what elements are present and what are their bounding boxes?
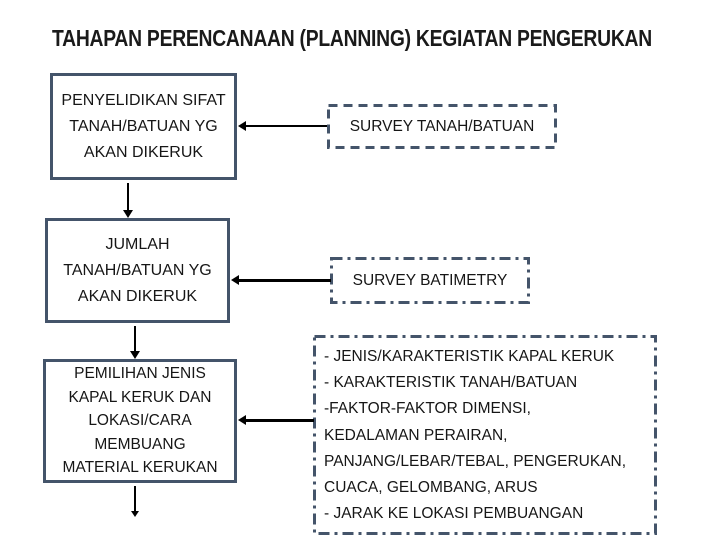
detail-item: KEDALAMAN PERAIRAN, [324,426,508,444]
survey-box-batimetry: SURVEY BATIMETRY [330,257,530,304]
connector-line-stage2-stage3 [134,326,136,352]
connector-line-stage1-stage2 [127,183,129,211]
dashed-border [327,104,557,149]
stage-box-jumlah-tanah-batuan: JUMLAH TANAH/BATUAN YG AKAN DIKERUK [45,218,230,323]
arrowhead-down-icon [131,511,139,517]
arrowhead-down-icon [130,351,140,359]
detail-item: PANJANG/LEBAR/TEBAL, PENGERUKAN, [324,452,627,470]
detail-box-factors: - JENIS/KARAKTERISTIK KAPAL KERUK - KARA… [313,335,657,535]
arrowhead-down-icon [123,210,133,218]
slide-title: TAHAPAN PERENCANAAN (PLANNING) KEGIATAN … [52,25,652,51]
detail-item: - KARAKTERISTIK TANAH/BATUAN [324,374,578,392]
connector-line-stage2-survey2 [239,279,331,282]
connector-line-stage3-next [134,486,136,512]
survey-box-label: SURVEY TANAH/BATUAN [349,117,535,135]
connector-line-stage3-detail [246,419,314,422]
arrowhead-left-icon [238,415,246,425]
dash-dot-border [330,257,530,304]
stage-box-penyelidikan-sifat-tanah: PENYELIDIKAN SIFAT TANAH/BATUAN YG AKAN … [50,73,237,180]
detail-item: - JARAK KE LOKASI PEMBUANGAN [324,505,584,523]
detail-item: - JENIS/KARAKTERISTIK KAPAL KERUK [324,348,615,365]
arrowhead-left-icon [231,275,239,285]
detail-item: CUACA, GELOMBANG, ARUS [324,479,538,497]
dash-dot-border [313,335,657,535]
detail-item: -FAKTOR-FAKTOR DIMENSI, [324,400,531,418]
stage-box-label: PENYELIDIKAN SIFAT TANAH/BATUAN YG AKAN … [61,91,226,161]
connector-line-stage1-survey1 [246,125,327,127]
survey-box-label: SURVEY BATIMETRY [352,271,508,289]
survey-box-tanah-batuan: SURVEY TANAH/BATUAN [327,104,557,149]
stage-box-label: JUMLAH TANAH/BATUAN YG AKAN DIKERUK [63,235,212,305]
arrowhead-left-icon [238,121,246,131]
detail-list: - JENIS/KARAKTERISTIK KAPAL KERUK - KARA… [324,344,651,527]
stage-box-pemilihan-jenis-kapal: PEMILIHAN JENIS KAPAL KERUK DAN LOKASI/C… [43,359,237,483]
stage-box-label: PEMILIHAN JENIS KAPAL KERUK DAN LOKASI/C… [62,365,218,477]
